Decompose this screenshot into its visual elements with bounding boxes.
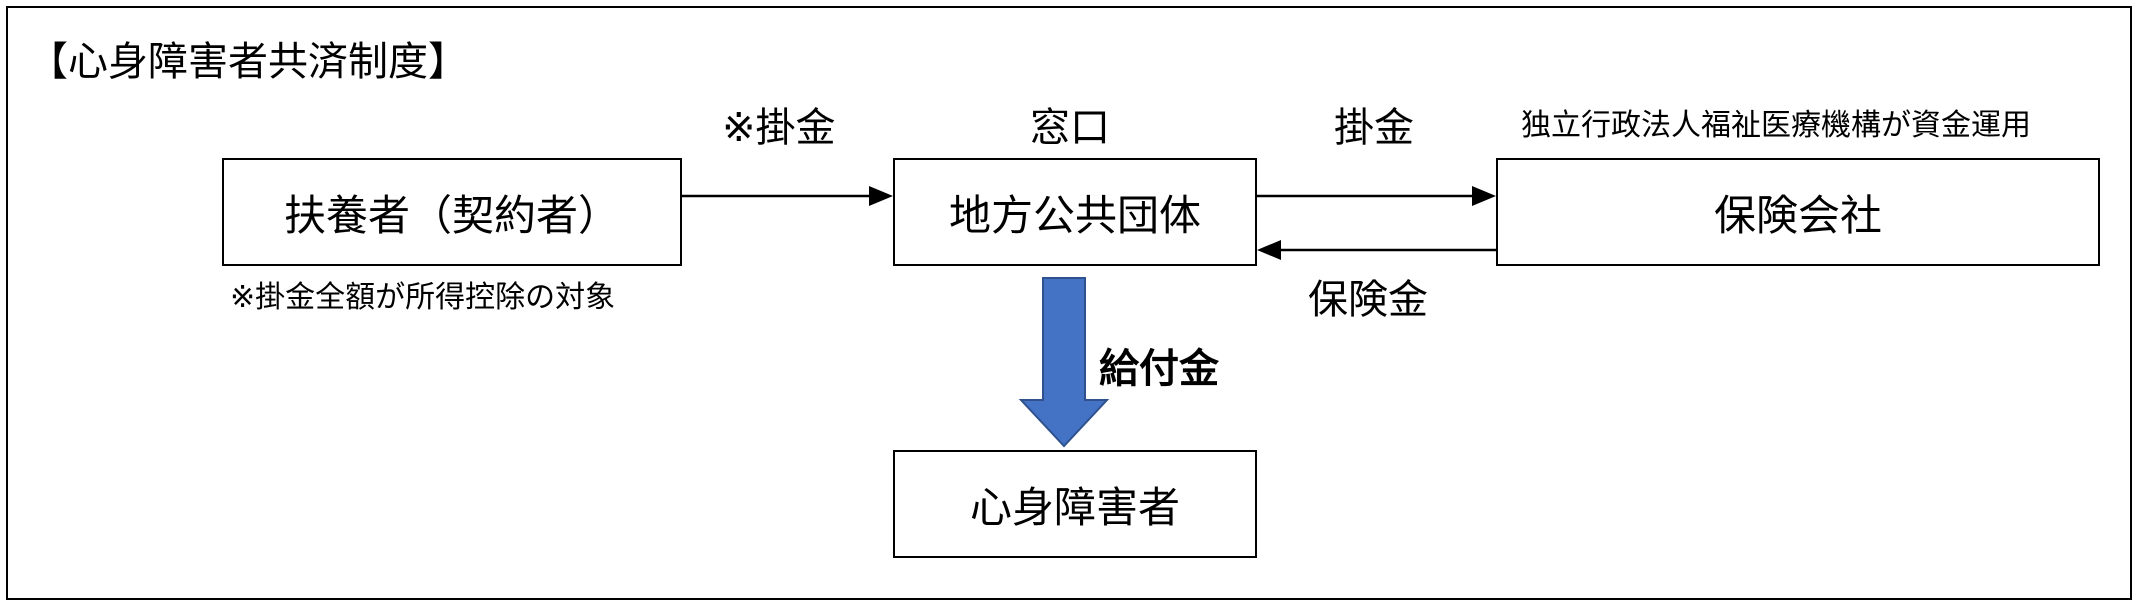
label-kakekin-note: ※掛金 [722,105,836,151]
node-fuyosha: 扶養者（契約者） [222,158,682,266]
diagram-frame [6,6,2132,600]
label-madoguchi: 窓口 [1030,105,1110,151]
label-operator: 独立行政法人福祉医療機構が資金運用 [1521,108,2031,143]
node-hoken: 保険会社 [1496,158,2100,266]
arrow-kyufukin-big [1018,277,1110,448]
label-hokenkin: 保険金 [1308,277,1428,323]
label-deduction: ※掛金全額が所得控除の対象 [230,280,616,315]
label-kakekin: 掛金 [1334,105,1414,151]
node-chiho: 地方公共団体 [893,158,1257,266]
arrow-kakekin-to-chiho [682,186,893,206]
node-shogaisha: 心身障害者 [893,450,1257,558]
label-kyufukin: 給付金 [1099,346,1219,392]
arrow-kakekin-to-hoken [1257,186,1496,206]
arrow-hokenkin-to-chiho [1257,240,1496,260]
diagram-title: 【心身障害者共済制度】 [28,39,468,85]
